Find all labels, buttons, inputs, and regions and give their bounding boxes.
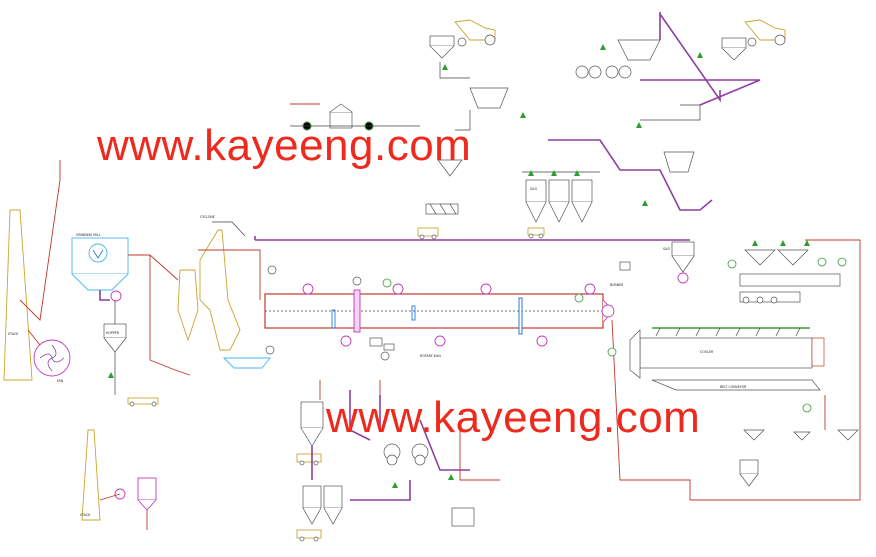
main-fan-label: FAN [57, 379, 64, 383]
fuel-silo-label: SILO [663, 247, 671, 251]
green-markers [108, 44, 810, 488]
kiln-tyres [331, 289, 523, 335]
ball-mills [383, 443, 429, 466]
small-fan-1 [110, 290, 122, 302]
small-stack-label: STACK [80, 513, 91, 517]
watermark-bottom: www.kayeeng.com [326, 393, 701, 442]
main-stack-label: STACK [8, 332, 19, 336]
left-hopper-label: HOPPER [106, 331, 120, 335]
right-hopper-cluster [739, 249, 841, 304]
kiln-pumps [265, 265, 390, 361]
bottom-trucks [296, 453, 322, 542]
kiln-label: ROTARY KILN [420, 354, 441, 358]
burner-label: BURNER [610, 283, 624, 287]
grate-cooler: COOLER [629, 327, 825, 379]
bottom-silo-top [300, 401, 324, 447]
main-stack: STACK [3, 209, 33, 381]
truck-mid [527, 227, 545, 239]
small-stack: STACK [80, 429, 101, 521]
wet-basin [222, 357, 271, 369]
main-fan: FAN [33, 339, 71, 383]
grizzly-screen [469, 39, 695, 173]
dust-collector-label: GRINDING MILL [76, 233, 101, 237]
crushers [575, 65, 632, 79]
top-left-loader [454, 19, 496, 47]
bottom-tank [451, 507, 475, 527]
coal-mill-hopper [425, 159, 463, 215]
top-left-hopper [429, 35, 455, 59]
belt-conveyor-label: BELT CONVEYOR [720, 385, 747, 389]
truck-top-center [417, 227, 439, 240]
watermark-top: www.kayeeng.com [97, 121, 472, 170]
cooler-fans [655, 327, 801, 337]
preheater-tower: CYCLONE [177, 215, 241, 351]
bottom-silos-pair [302, 485, 343, 525]
fuel-silo: SILO [663, 241, 695, 284]
green-pumps [382, 257, 847, 413]
silo-label-1: SILO [530, 187, 538, 191]
kiln-drives [302, 283, 596, 347]
right-bottom-tank [739, 459, 759, 475]
top-right-hopper [721, 37, 747, 61]
raw-silos: SILO [525, 179, 593, 223]
top-right-loader-1 [744, 19, 786, 47]
burner-hood: BURNER [601, 283, 624, 323]
control-building [302, 103, 374, 131]
preheater-label: CYCLONE [200, 215, 215, 219]
cooler-label: COOLER [700, 350, 714, 354]
left-conveyor [127, 397, 159, 407]
dust-collector: GRINDING MILL [71, 233, 129, 291]
